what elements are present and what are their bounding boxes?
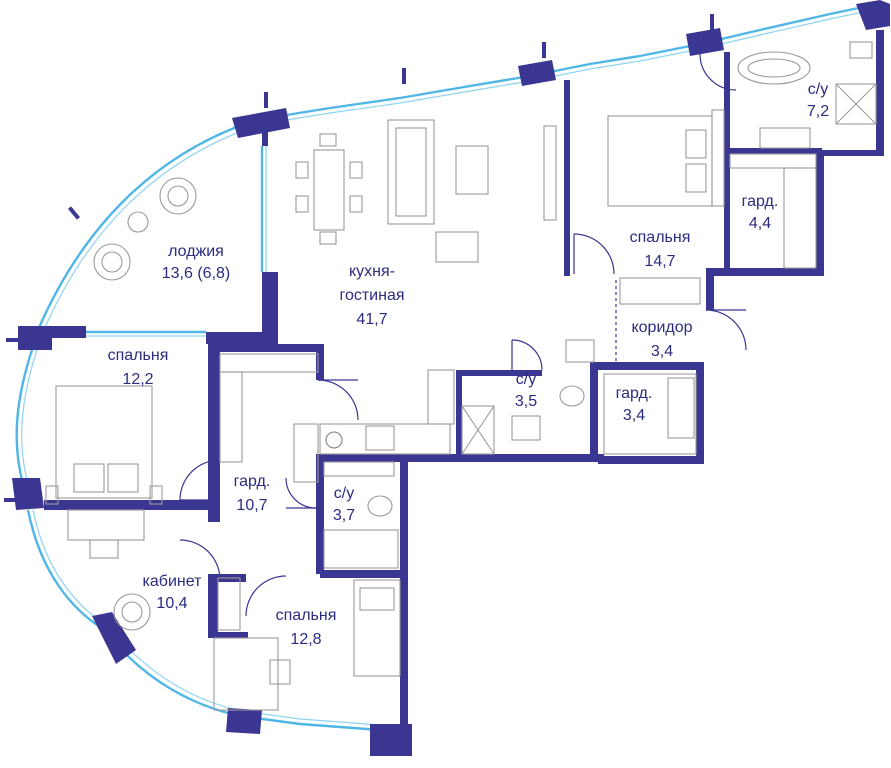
room-area-bedroom2: 12,2: [122, 371, 153, 388]
room-area-corridor: 3,4: [651, 343, 673, 360]
room-area-bedroom3: 12,8: [290, 631, 321, 648]
room-labels: лоджия 13,6 (6,8) кухня- гостиная 41,7 с…: [108, 81, 830, 648]
facade-glazing: [15, 4, 869, 732]
room-area-study: 10,4: [156, 595, 187, 612]
room-area-closet1: 4,4: [749, 215, 771, 232]
room-name-wc3: с/у: [334, 485, 354, 502]
walls: [4, 0, 890, 756]
room-name-closet1: гард.: [742, 193, 779, 210]
room-name-corridor: коридор: [631, 319, 692, 336]
room-name-bedroom2: спальня: [108, 347, 169, 364]
room-name-wc2: с/у: [516, 371, 536, 388]
room-name-wc1: с/у: [808, 81, 828, 98]
room-name-bedroom3: спальня: [276, 607, 337, 624]
room-name-closet2: гард.: [616, 385, 653, 402]
room-area-wc1: 7,2: [807, 103, 829, 120]
room-name-bedroom1: спальня: [630, 229, 691, 246]
room-name2-kitchen: гостиная: [339, 287, 404, 304]
room-area-closet3: 10,7: [236, 497, 267, 514]
room-area-loggia: 13,6 (6,8): [162, 265, 230, 282]
doors: [179, 53, 747, 617]
room-name-closet3: гард.: [234, 473, 271, 490]
room-name-study: кабинет: [143, 573, 203, 590]
furniture: [45, 41, 877, 711]
room-area-wc2: 3,5: [515, 393, 537, 410]
room-name-kitchen: кухня-: [349, 263, 395, 280]
room-area-closet2: 3,4: [623, 407, 645, 424]
room-name-loggia: лоджия: [168, 243, 224, 260]
room-area-wc3: 3,7: [333, 507, 355, 524]
room-area-bedroom1: 14,7: [644, 253, 675, 270]
room-area-kitchen: 41,7: [356, 311, 387, 328]
